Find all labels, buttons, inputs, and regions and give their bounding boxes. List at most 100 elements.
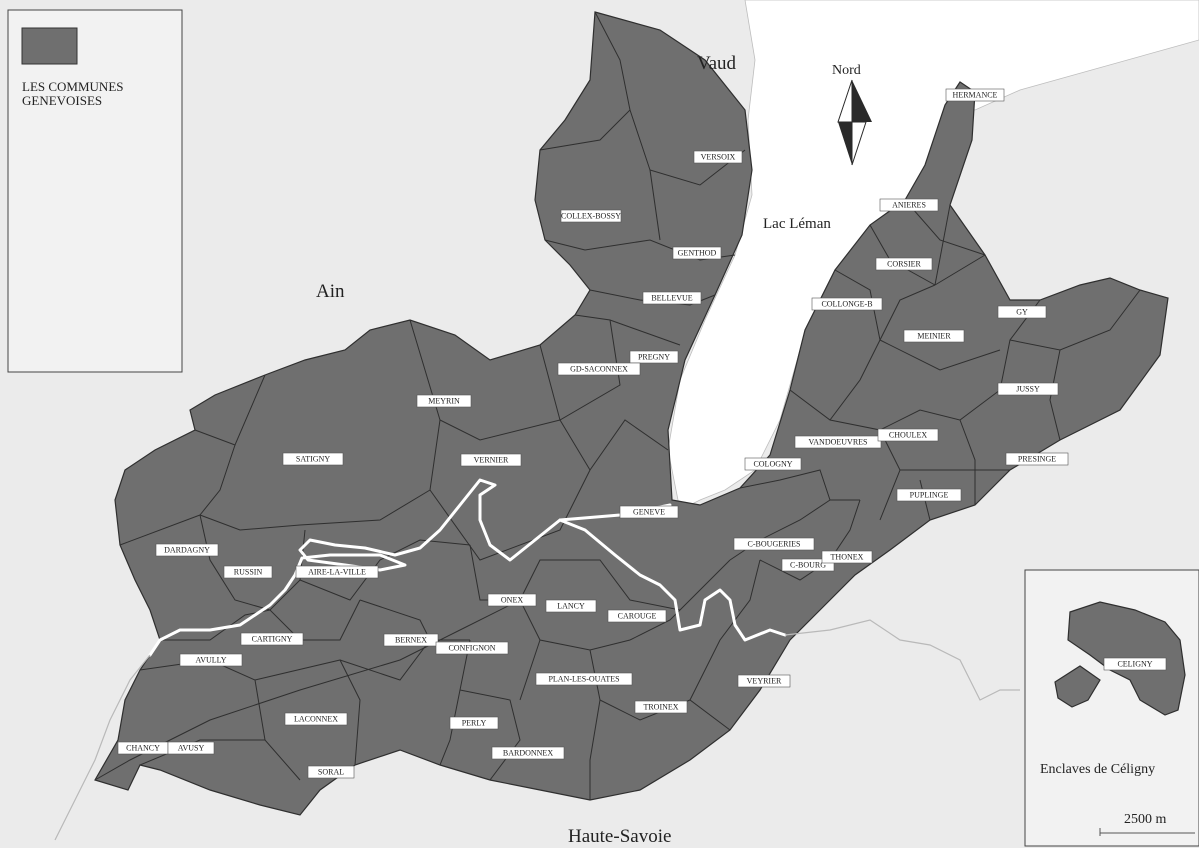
svg-text:THONEX: THONEX [831, 553, 864, 562]
label-cologny: COLOGNY [744, 457, 802, 471]
rhone-river-extension [54, 654, 151, 841]
svg-text:AVULLY: AVULLY [195, 656, 226, 665]
svg-text:PRESINGE: PRESINGE [1018, 455, 1056, 464]
label-troinex: TROINEX [634, 700, 688, 714]
label-perly: PERLY [449, 716, 499, 730]
celigny-enclave-west [1054, 665, 1101, 708]
label-avusy: AVUSY [167, 741, 215, 755]
label-bernex: BERNEX [383, 633, 439, 647]
label-carouge: CAROUGE [607, 609, 667, 623]
svg-text:ONEX: ONEX [501, 596, 523, 605]
label-aire-la-ville: AIRE-LA-VILLE [295, 565, 379, 579]
svg-text:ANIERES: ANIERES [892, 201, 926, 210]
label-collonge-b: COLLONGE-B [811, 297, 883, 311]
label-soral: SORAL [307, 765, 355, 779]
label-versoix: VERSOIX [693, 150, 743, 164]
label-cartigny: CARTIGNY [240, 632, 304, 646]
legend-swatch [21, 27, 78, 65]
svg-text:PLAN-LES-OUATES: PLAN-LES-OUATES [548, 675, 619, 684]
svg-text:VEYRIER: VEYRIER [747, 677, 782, 686]
svg-text:CHOULEX: CHOULEX [889, 431, 927, 440]
svg-text:VERNIER: VERNIER [474, 456, 509, 465]
svg-text:BELLEVUE: BELLEVUE [651, 294, 692, 303]
label-jussy: JUSSY [997, 382, 1059, 396]
label-confignon: CONFIGNON [435, 641, 509, 655]
svg-text:BERNEX: BERNEX [395, 636, 427, 645]
svg-text:GENTHOD: GENTHOD [678, 249, 717, 258]
label-chancy: CHANCY [117, 741, 169, 755]
svg-text:LACONNEX: LACONNEX [294, 715, 338, 724]
label-satigny: SATIGNY [282, 452, 344, 466]
svg-text:JUSSY: JUSSY [1016, 385, 1040, 394]
svg-text:CHANCY: CHANCY [126, 744, 160, 753]
region-ain: Ain [316, 281, 345, 302]
label-gd-saconnex: GD-SACONNEX [557, 362, 641, 376]
svg-text:CELIGNY: CELIGNY [1117, 660, 1152, 669]
svg-text:COLOGNY: COLOGNY [753, 460, 792, 469]
region-haute-savoie: Haute-Savoie [568, 826, 671, 847]
label-bardonnex: BARDONNEX [491, 746, 565, 760]
svg-text:GY: GY [1016, 308, 1028, 317]
svg-text:TROINEX: TROINEX [643, 703, 678, 712]
svg-text:AIRE-LA-VILLE: AIRE-LA-VILLE [308, 568, 366, 577]
label-plan-les-ouates: PLAN-LES-OUATES [535, 672, 633, 686]
svg-text:GD-SACONNEX: GD-SACONNEX [570, 365, 628, 374]
svg-text:GENEVE: GENEVE [633, 508, 665, 517]
label-corsier: CORSIER [875, 257, 933, 271]
lake-label: Lac Léman [763, 216, 831, 232]
label-genthod: GENTHOD [672, 246, 722, 260]
svg-text:LANCY: LANCY [557, 602, 585, 611]
canton-territory [94, 11, 1169, 816]
label-c-bougeries: C-BOUGERIES [733, 537, 815, 551]
svg-text:CAROUGE: CAROUGE [618, 612, 657, 621]
svg-text:RUSSIN: RUSSIN [234, 568, 263, 577]
legend-title-line2: GENEVOISES [22, 93, 102, 108]
svg-text:BARDONNEX: BARDONNEX [503, 749, 553, 758]
label-onex: ONEX [487, 593, 537, 607]
arve-river [558, 518, 787, 642]
label-vandoeuvres: VANDOEUVRES [794, 435, 882, 449]
svg-text:CARTIGNY: CARTIGNY [252, 635, 293, 644]
svg-text:C-BOURG: C-BOURG [790, 561, 826, 570]
arve-river-extension [784, 619, 1020, 701]
svg-text:PUPLINGE: PUPLINGE [910, 491, 949, 500]
svg-text:COLLONGE-B: COLLONGE-B [821, 300, 872, 309]
label-meinier: MEINIER [903, 329, 965, 343]
svg-text:VANDOEUVRES: VANDOEUVRES [809, 438, 868, 447]
label-lancy: LANCY [545, 599, 597, 613]
label-pregny: PREGNY [629, 350, 679, 364]
label-gy: GY [997, 305, 1047, 319]
scale-label: 2500 m [1124, 812, 1167, 827]
svg-text:VERSOIX: VERSOIX [701, 153, 736, 162]
enclave-caption: Enclaves de Céligny [1040, 762, 1155, 777]
svg-text:CONFIGNON: CONFIGNON [448, 644, 495, 653]
legend-title-line1: LES COMMUNES [22, 79, 124, 94]
label-geneve: GENEVE [619, 505, 679, 519]
svg-text:MEYRIN: MEYRIN [428, 397, 460, 406]
label-anieres: ANIERES [879, 198, 939, 212]
label-c-bourg: C-BOURG [781, 558, 835, 572]
label-russin: RUSSIN [223, 565, 273, 579]
svg-text:SATIGNY: SATIGNY [296, 455, 330, 464]
svg-text:SORAL: SORAL [318, 768, 344, 777]
svg-text:COLLEX-BOSSY: COLLEX-BOSSY [561, 212, 621, 221]
label-avully: AVULLY [179, 653, 243, 667]
svg-text:MEINIER: MEINIER [917, 332, 951, 341]
label-collex-bossy: COLLEX-BOSSY [560, 209, 622, 223]
svg-text:CORSIER: CORSIER [887, 260, 921, 269]
commune-labels: VERSOIX COLLEX-BOSSY GENTHOD BELLEVUE PR… [117, 88, 1167, 779]
label-choulex: CHOULEX [877, 428, 939, 442]
rhone-river [148, 478, 672, 657]
label-veyrier: VEYRIER [737, 674, 791, 688]
label-meyrin: MEYRIN [416, 394, 472, 408]
legend-frame [7, 9, 183, 373]
label-puplinge: PUPLINGE [896, 488, 962, 502]
north-label: Nord [832, 63, 861, 78]
label-hermance: HERMANCE [945, 88, 1005, 102]
region-vaud: Vaud [697, 53, 737, 74]
label-thonex: THONEX [821, 550, 873, 564]
svg-text:AVUSY: AVUSY [178, 744, 205, 753]
svg-text:C-BOUGERIES: C-BOUGERIES [748, 540, 801, 549]
